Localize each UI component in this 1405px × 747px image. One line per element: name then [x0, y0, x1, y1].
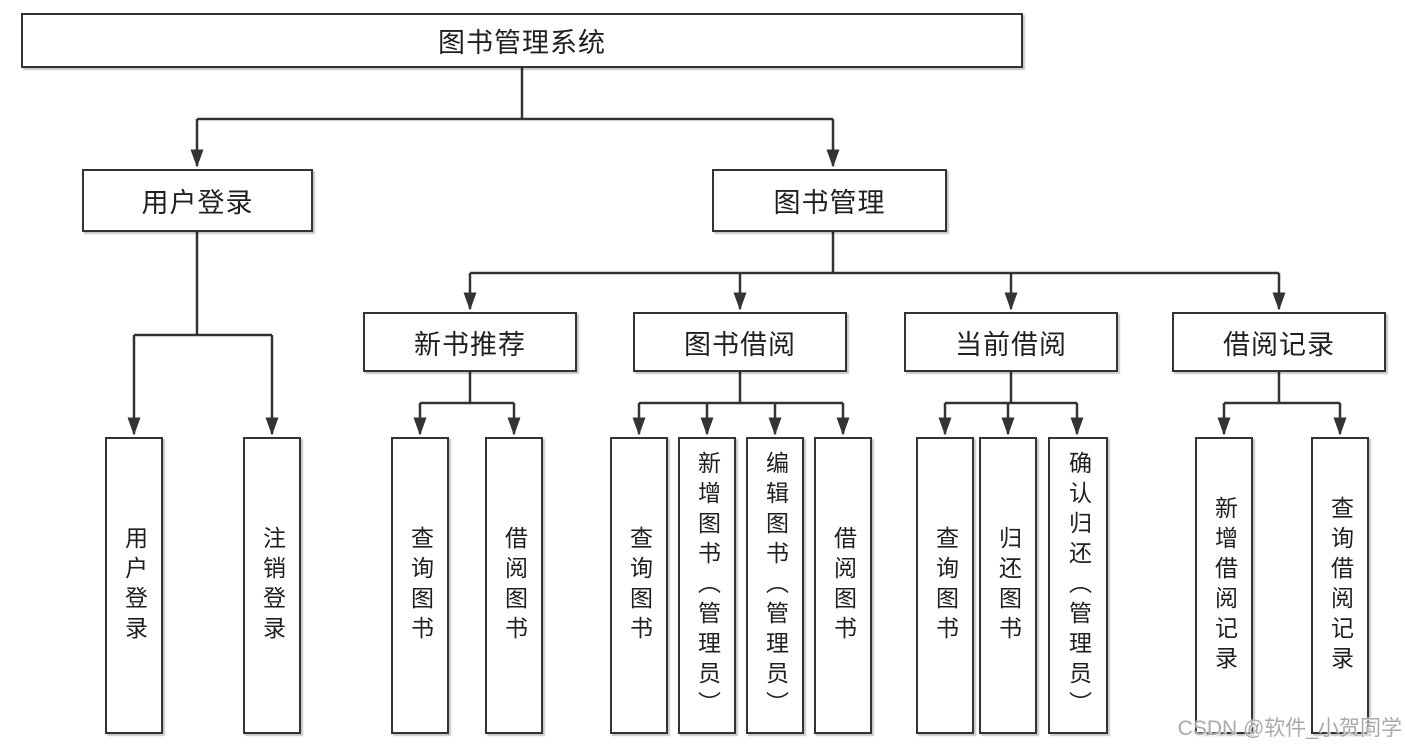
node-book-management: 图书管理: [712, 169, 947, 232]
node-label: 查询图书: [626, 525, 653, 646]
node-label: 新增图书（管理员）: [694, 450, 721, 721]
leaf-user-login: 用户登录: [105, 437, 163, 734]
node-label: 图书管理: [773, 188, 886, 218]
node-label: 用户登录: [141, 188, 254, 218]
leaf-confirm-return-admin: 确认归还（管理员）: [1048, 437, 1108, 734]
node-label: 新书推荐: [414, 329, 526, 360]
node-label: 借阅图书: [830, 525, 857, 646]
leaf-edit-book-admin: 编辑图书（管理员）: [746, 437, 804, 734]
node-label: 查询图书: [407, 525, 434, 646]
leaf-add-borrow-record: 新增借阅记录: [1195, 437, 1253, 734]
leaf-add-book-admin: 新增图书（管理员）: [678, 437, 736, 734]
node-label: 当前借阅: [955, 329, 1067, 360]
node-label: 查询借阅记录: [1327, 495, 1354, 676]
node-label: 借阅记录: [1223, 329, 1335, 360]
leaf-query-books-borrowing: 查询图书: [610, 437, 668, 734]
leaf-query-borrow-record: 查询借阅记录: [1311, 437, 1369, 734]
leaf-query-books-current: 查询图书: [916, 437, 974, 734]
node-label: 查询图书: [932, 525, 959, 646]
leaf-query-books-recommend: 查询图书: [391, 437, 449, 734]
node-user-login: 用户登录: [82, 169, 313, 232]
leaf-logout: 注销登录: [243, 437, 301, 734]
node-label: 用户登录: [121, 525, 148, 646]
csdn-watermark: CSDN @软件_小贺同学: [1177, 717, 1402, 740]
leaf-return-books: 归还图书: [979, 437, 1037, 734]
node-current-borrowing: 当前借阅: [904, 312, 1118, 372]
node-label: 图书借阅: [684, 329, 796, 360]
node-library-system: 图书管理系统: [21, 13, 1023, 68]
node-label: 新增借阅记录: [1211, 495, 1238, 676]
node-borrowing-records: 借阅记录: [1172, 312, 1386, 372]
node-label: 借阅图书: [501, 525, 528, 646]
node-new-book-recommend: 新书推荐: [363, 312, 577, 372]
leaf-borrow-books-borrowing: 借阅图书: [814, 437, 872, 734]
node-label: 注销登录: [259, 525, 286, 646]
node-label: 编辑图书（管理员）: [762, 450, 789, 721]
leaf-borrow-books-recommend: 借阅图书: [485, 437, 543, 734]
node-book-borrowing: 图书借阅: [633, 312, 847, 372]
node-label: 归还图书: [995, 525, 1022, 646]
node-label: 确认归还（管理员）: [1065, 450, 1092, 721]
node-label: 图书管理系统: [438, 28, 606, 58]
